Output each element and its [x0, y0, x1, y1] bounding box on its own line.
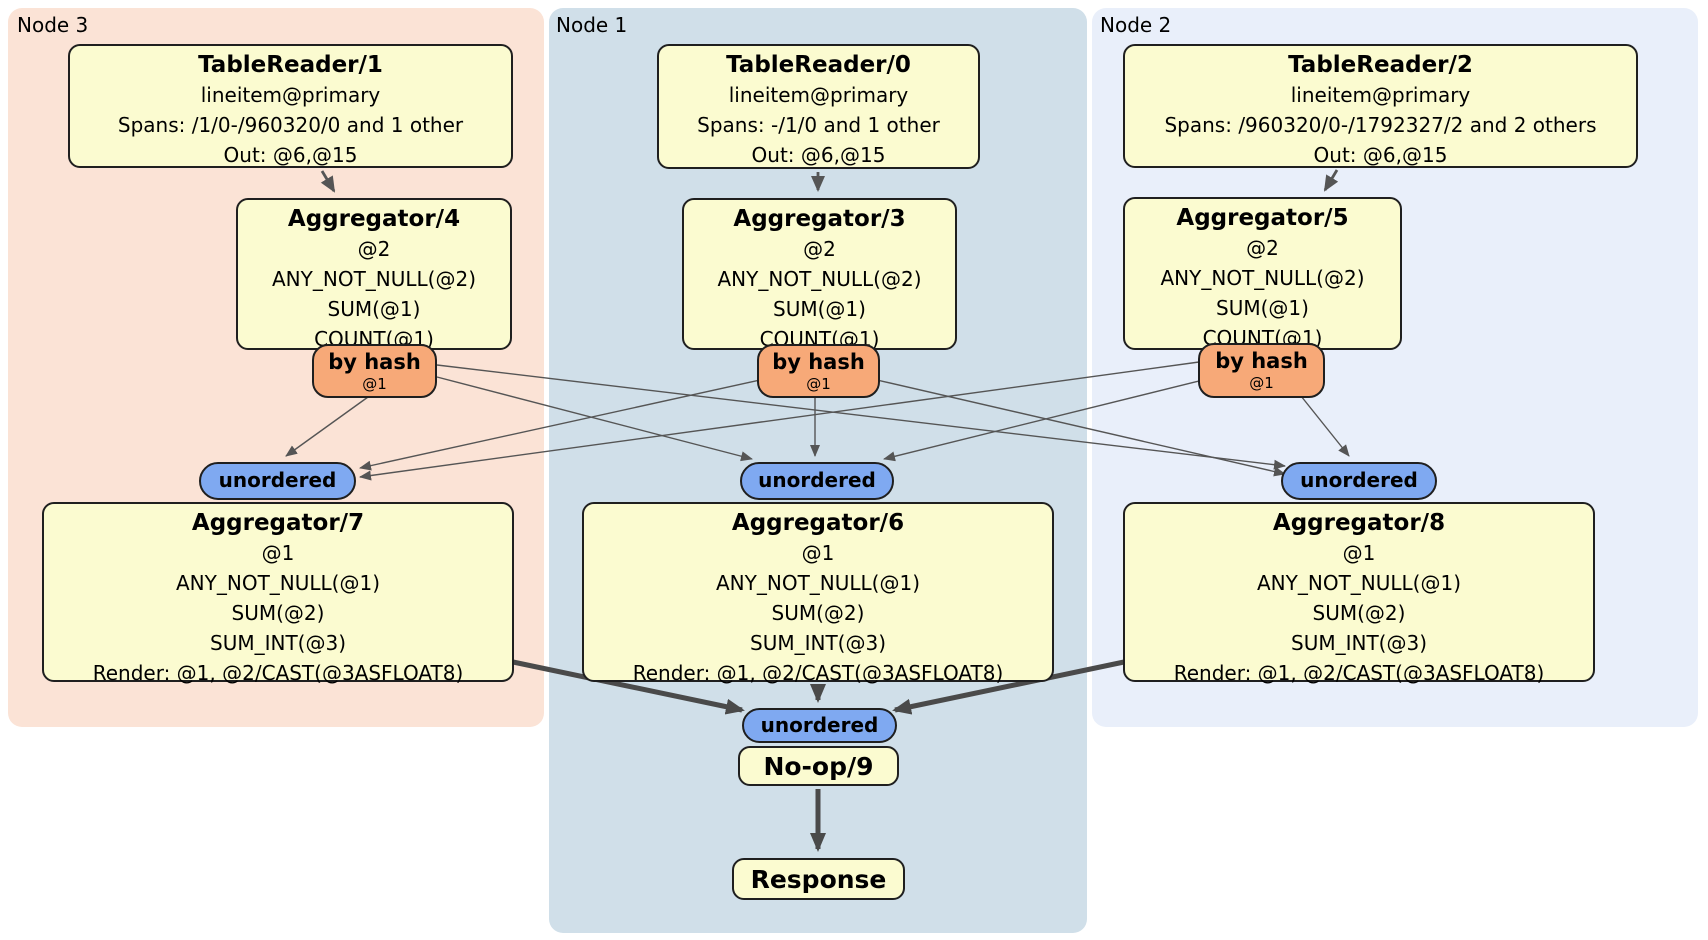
box-title: Aggregator/7	[191, 510, 365, 536]
box-title: TableReader/1	[198, 52, 383, 78]
box-title: Aggregator/3	[733, 206, 906, 232]
box-title: Response	[750, 864, 887, 894]
box-line: SUM(@1)	[773, 297, 866, 321]
box-line: Out: @6,@15	[1313, 143, 1448, 167]
box-title: TableReader/0	[726, 52, 911, 78]
box-line: Out: @6,@15	[223, 143, 358, 167]
box-line: ANY_NOT_NULL(@1)	[716, 571, 920, 595]
box-title: TableReader/2	[1288, 52, 1473, 78]
by-hash-router-3: by hash @1	[757, 344, 880, 398]
box-line: SUM(@1)	[1216, 296, 1309, 320]
box-line: Render: @1, @2/CAST(@3ASFLOAT8)	[92, 661, 464, 685]
router-detail: @1	[362, 375, 387, 393]
box-line: @1	[1342, 541, 1376, 565]
box-line: SUM_INT(@3)	[210, 631, 346, 655]
box-line: SUM(@2)	[231, 601, 325, 625]
by-hash-router-4: by hash @1	[312, 344, 437, 398]
box-line: ANY_NOT_NULL(@2)	[272, 267, 476, 291]
box-line: SUM(@1)	[327, 297, 421, 321]
router-label: by hash	[772, 350, 865, 374]
box-title: Aggregator/8	[1272, 510, 1446, 536]
box-line: @1	[261, 541, 295, 565]
box-line: Out: @6,@15	[751, 143, 886, 167]
unordered-sync-7: unordered	[199, 462, 356, 500]
box-line: lineitem@primary	[200, 83, 381, 107]
box-line: SUM(@2)	[1312, 601, 1406, 625]
box-title: Aggregator/6	[731, 510, 905, 536]
box-line: Spans: -/1/0 and 1 other	[697, 113, 940, 137]
box-line: ANY_NOT_NULL(@1)	[1257, 571, 1461, 595]
router-detail: @1	[1249, 374, 1274, 392]
box-title: No-op/9	[763, 751, 874, 781]
router-label: by hash	[328, 350, 421, 374]
box-line: lineitem@primary	[1290, 83, 1471, 107]
box-line: SUM(@2)	[771, 601, 865, 625]
node3-label: Node 3	[17, 13, 89, 37]
box-title: Aggregator/4	[287, 206, 461, 232]
box-line: @1	[801, 541, 835, 565]
node2-label: Node 2	[1100, 13, 1172, 37]
unordered-sync-9: unordered	[742, 708, 897, 743]
box-line: Spans: /1/0-/960320/0 and 1 other	[117, 113, 464, 137]
box-line: lineitem@primary	[728, 83, 909, 107]
noop-9-box: No-op/9	[738, 746, 899, 786]
response-box: Response	[732, 858, 905, 900]
box-line: SUM_INT(@3)	[1291, 631, 1427, 655]
box-line: Spans: /960320/0-/1792327/2 and 2 others	[1164, 113, 1597, 137]
box-line: ANY_NOT_NULL(@2)	[1160, 266, 1365, 290]
node1-label: Node 1	[556, 13, 628, 37]
box-line: Render: @1, @2/CAST(@3ASFLOAT8)	[632, 661, 1004, 685]
box-line: @2	[357, 237, 391, 261]
by-hash-router-5: by hash @1	[1198, 343, 1325, 398]
box-title: Aggregator/5	[1176, 205, 1349, 231]
unordered-sync-6: unordered	[740, 462, 894, 500]
box-line: @2	[1246, 236, 1279, 260]
box-line: SUM_INT(@3)	[750, 631, 886, 655]
box-line: ANY_NOT_NULL(@1)	[176, 571, 380, 595]
router-label: by hash	[1215, 349, 1308, 373]
box-line: ANY_NOT_NULL(@2)	[717, 267, 922, 291]
box-line: Render: @1, @2/CAST(@3ASFLOAT8)	[1173, 661, 1545, 685]
unordered-sync-8: unordered	[1281, 462, 1437, 500]
box-line: @2	[803, 237, 836, 261]
router-detail: @1	[806, 375, 831, 393]
